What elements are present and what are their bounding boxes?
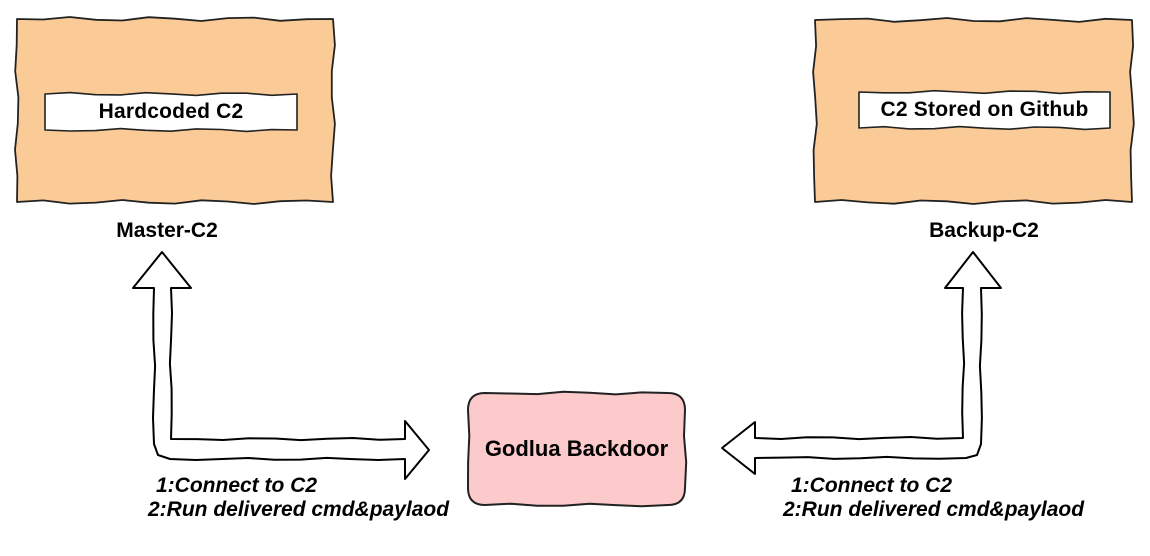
right-annotation-line-2: 2:Run delivered cmd&paylaod <box>783 498 1085 521</box>
master-c2-caption: Master-C2 <box>116 219 218 242</box>
right-arrow <box>721 251 1002 475</box>
backup-c2-caption: Backup-C2 <box>929 219 1039 242</box>
right-arrow-annotation: 1:Connect to C2 2:Run delivered cmd&payl… <box>783 474 1084 522</box>
backup-c2-inner-label: C2 Stored on Github <box>880 98 1089 121</box>
left-arrow-annotation: 1:Connect to C2 2:Run delivered cmd&payl… <box>148 474 449 522</box>
godlua-backdoor-box <box>467 390 688 508</box>
left-annotation-line-2: 2:Run delivered cmd&paylaod <box>148 498 450 521</box>
master-c2-inner-box <box>44 91 298 133</box>
godlua-backdoor-label: Godlua Backdoor <box>484 436 669 461</box>
right-annotation-line-1: 1:Connect to C2 <box>791 474 953 497</box>
left-arrow <box>132 251 430 480</box>
master-c2-inner-label: Hardcoded C2 <box>98 100 244 123</box>
backup-c2-inner-box <box>858 89 1111 131</box>
left-annotation-line-1: 1:Connect to C2 <box>156 474 318 497</box>
